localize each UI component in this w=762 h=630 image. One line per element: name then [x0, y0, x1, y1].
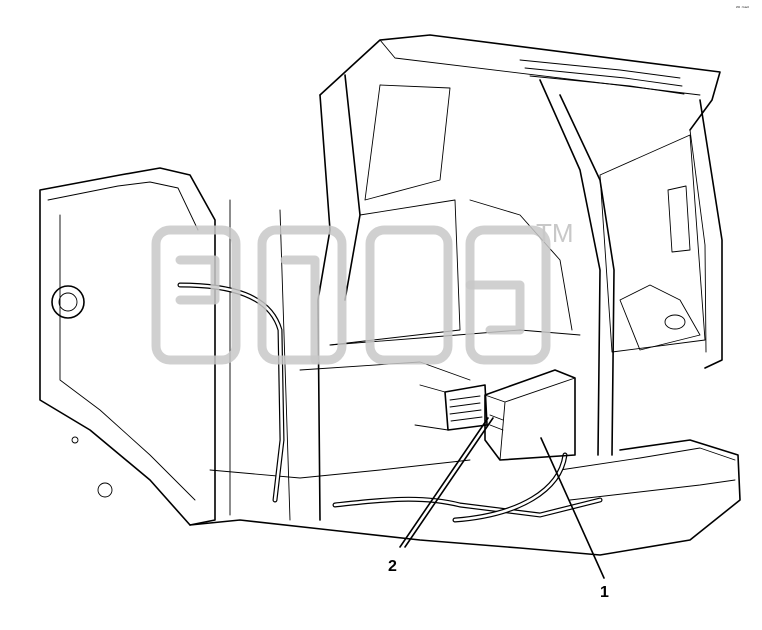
callout-2: 2 [388, 558, 397, 575]
leader-line-2b [404, 417, 494, 548]
corner-code: ²⁰ ᵐᵃᵈ [736, 6, 749, 12]
leader-lines [399, 417, 605, 579]
leader-line-1 [540, 437, 605, 579]
watermark-trademark: TM [536, 218, 574, 248]
watermark-logo: TM [151, 218, 574, 365]
callout-1: 1 [600, 584, 609, 601]
leader-line-2 [399, 417, 489, 548]
cab-assembly-illustration [39, 34, 741, 556]
